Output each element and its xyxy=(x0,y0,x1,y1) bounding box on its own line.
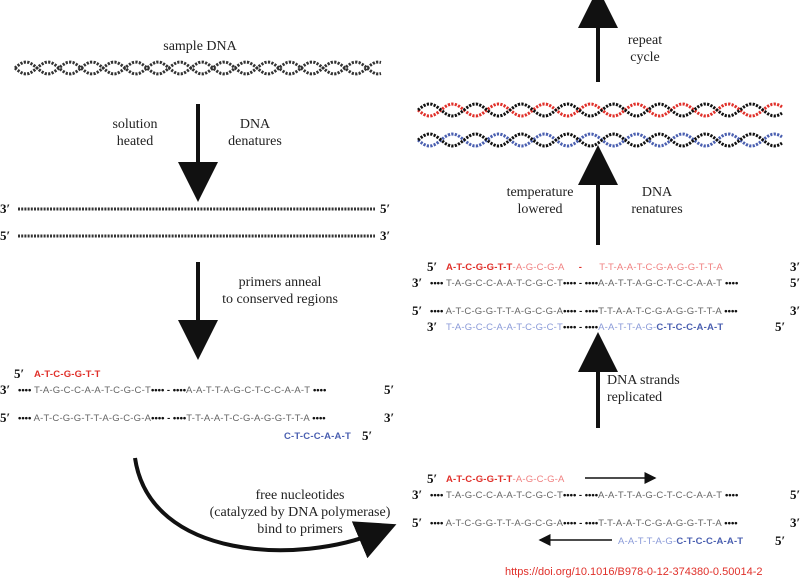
new-strand-reverse: T-A-G-C-C-A-A-T-C-G-C-T•••• - ••••A-A-T-… xyxy=(446,322,724,333)
label-free-nucleotides: free nucleotides (catalyzed by DNA polym… xyxy=(209,488,391,537)
template-strand-bottom: •••• A-T-C-G-G-T-T-A-G-C-G-A•••• - ••••T… xyxy=(18,413,326,424)
end-3prime: 3′ xyxy=(412,275,423,290)
label-primers-anneal: primers anneal to conserved regions xyxy=(222,275,338,307)
end-5prime: 5′ xyxy=(384,382,395,397)
label-sample-dna: sample DNA xyxy=(163,39,237,54)
template-strand-bottom-ren: •••• A-T-C-G-G-T-T-A-G-C-G-A•••• - ••••T… xyxy=(430,306,738,317)
end-5prime: 5′ xyxy=(362,428,373,443)
arrow-extend-curve xyxy=(133,457,397,559)
end-3prime: 3′ xyxy=(380,228,391,243)
helix-strand xyxy=(14,60,382,76)
label-temperature-lowered: temperature lowered xyxy=(506,185,574,217)
helix-strand xyxy=(417,132,783,148)
end-3prime: 3′ xyxy=(790,259,800,274)
end-3prime: 3′ xyxy=(0,201,11,216)
label-solution-heated: solution heated xyxy=(112,117,158,149)
template-strand-top-ren: •••• T-A-G-C-C-A-A-T-C-G-C-T•••• - ••••A… xyxy=(430,278,739,289)
renatured-helix-blue xyxy=(417,132,783,148)
end-5prime: 5′ xyxy=(0,410,11,425)
template-strand-top-ext: •••• T-A-G-C-C-A-A-T-C-G-C-T•••• - ••••A… xyxy=(430,490,739,501)
template-strand-top: •••• T-A-G-C-C-A-A-T-C-G-C-T•••• - ••••A… xyxy=(18,385,327,396)
end-3prime: 3′ xyxy=(0,382,11,397)
end-5prime: 5′ xyxy=(775,533,786,548)
label-dna-renatures: DNA renatures xyxy=(631,185,683,217)
end-3prime: 3′ xyxy=(790,303,800,318)
label-repeat-cycle: repeat cycle xyxy=(627,33,663,65)
end-5prime: 5′ xyxy=(775,319,786,334)
new-strand-forward: A-T-C-G-G-T-T-A-G-C-G-A - T-T-A-A-T-C-G-… xyxy=(446,262,723,273)
end-5prime: 5′ xyxy=(427,259,438,274)
end-5prime: 5′ xyxy=(790,275,800,290)
doi-link[interactable]: https://doi.org/10.1016/B978-0-12-374380… xyxy=(505,566,763,578)
end-5prime: 5′ xyxy=(380,201,391,216)
end-5prime: 5′ xyxy=(0,228,11,243)
end-3prime: 3′ xyxy=(790,515,800,530)
renatured-helix-red xyxy=(417,102,783,118)
primer-reverse-sequence: C-T-C-C-A-A-T xyxy=(284,431,351,442)
primer-forward-sequence: A-T-C-G-G-T-T xyxy=(34,369,101,380)
end-5prime: 5′ xyxy=(14,366,25,381)
end-3prime: 3′ xyxy=(384,410,395,425)
end-5prime: 5′ xyxy=(412,303,423,318)
end-5prime: 5′ xyxy=(427,471,438,486)
end-3prime: 3′ xyxy=(427,319,438,334)
helix-strand xyxy=(14,60,382,76)
end-3prime: 3′ xyxy=(412,487,423,502)
end-5prime: 5′ xyxy=(790,487,800,502)
end-5prime: 5′ xyxy=(412,515,423,530)
label-dna-replicated: DNA strands replicated xyxy=(607,373,680,405)
helix-strand xyxy=(417,102,783,118)
template-strand-bottom-ext: •••• A-T-C-G-G-T-T-A-G-C-G-A•••• - ••••T… xyxy=(430,518,738,529)
sample-dna-helix xyxy=(14,60,382,76)
label-dna-denatures: DNA denatures xyxy=(228,117,282,149)
extending-forward-strand: A-T-C-G-G-T-T-A-G-C-G-A xyxy=(446,474,565,485)
extending-reverse-strand: A-A-T-T-A-G-C-T-C-C-A-A-T xyxy=(618,536,744,547)
